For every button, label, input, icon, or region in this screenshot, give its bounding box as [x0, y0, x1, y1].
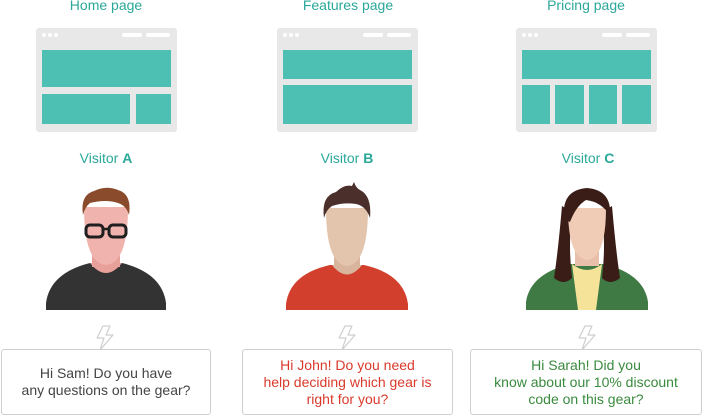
home-page-wireframe	[36, 28, 177, 132]
visitor-c-avatar	[526, 188, 648, 310]
message-bubble-visitor-a: Hi Sam! Do you have any questions on the…	[1, 349, 211, 415]
message-line: Hi Sam! Do you have	[39, 365, 173, 381]
visitor-c-label: Visitor C	[561, 150, 615, 166]
browser-toolbar	[516, 28, 657, 41]
message-line: Hi John! Do you need	[280, 356, 415, 373]
lightning-icon	[96, 325, 114, 351]
message-line: code on this gear?	[528, 390, 644, 407]
glasses-icon	[84, 223, 105, 239]
message-line: any questions on the gear?	[21, 382, 191, 398]
browser-toolbar	[277, 28, 418, 41]
lightning-icon	[338, 325, 356, 351]
browser-toolbar	[36, 28, 177, 41]
visitor-a-avatar	[46, 187, 166, 310]
pricing-page-label: Pricing page	[547, 0, 625, 13]
message-line: help deciding which gear is	[263, 373, 432, 390]
features-page-label: Features page	[302, 0, 394, 13]
visitor-b-avatar	[286, 182, 408, 310]
message-bubble-visitor-c: Hi Sarah! Did you know about our 10% dis…	[470, 349, 702, 415]
message-line: know about our 10% discount	[494, 373, 678, 390]
features-page-wireframe	[277, 28, 418, 132]
visitor-b-label: Visitor B	[320, 150, 374, 166]
message-bubble-visitor-b: Hi John! Do you need help deciding which…	[242, 349, 453, 415]
visitor-a-label: Visitor A	[79, 150, 133, 166]
pricing-page-wireframe	[516, 28, 657, 132]
message-line: Hi Sarah! Did you	[531, 356, 641, 373]
lightning-icon	[578, 325, 596, 351]
home-page-label: Home page	[69, 0, 143, 13]
message-line: right for you?	[306, 390, 389, 407]
